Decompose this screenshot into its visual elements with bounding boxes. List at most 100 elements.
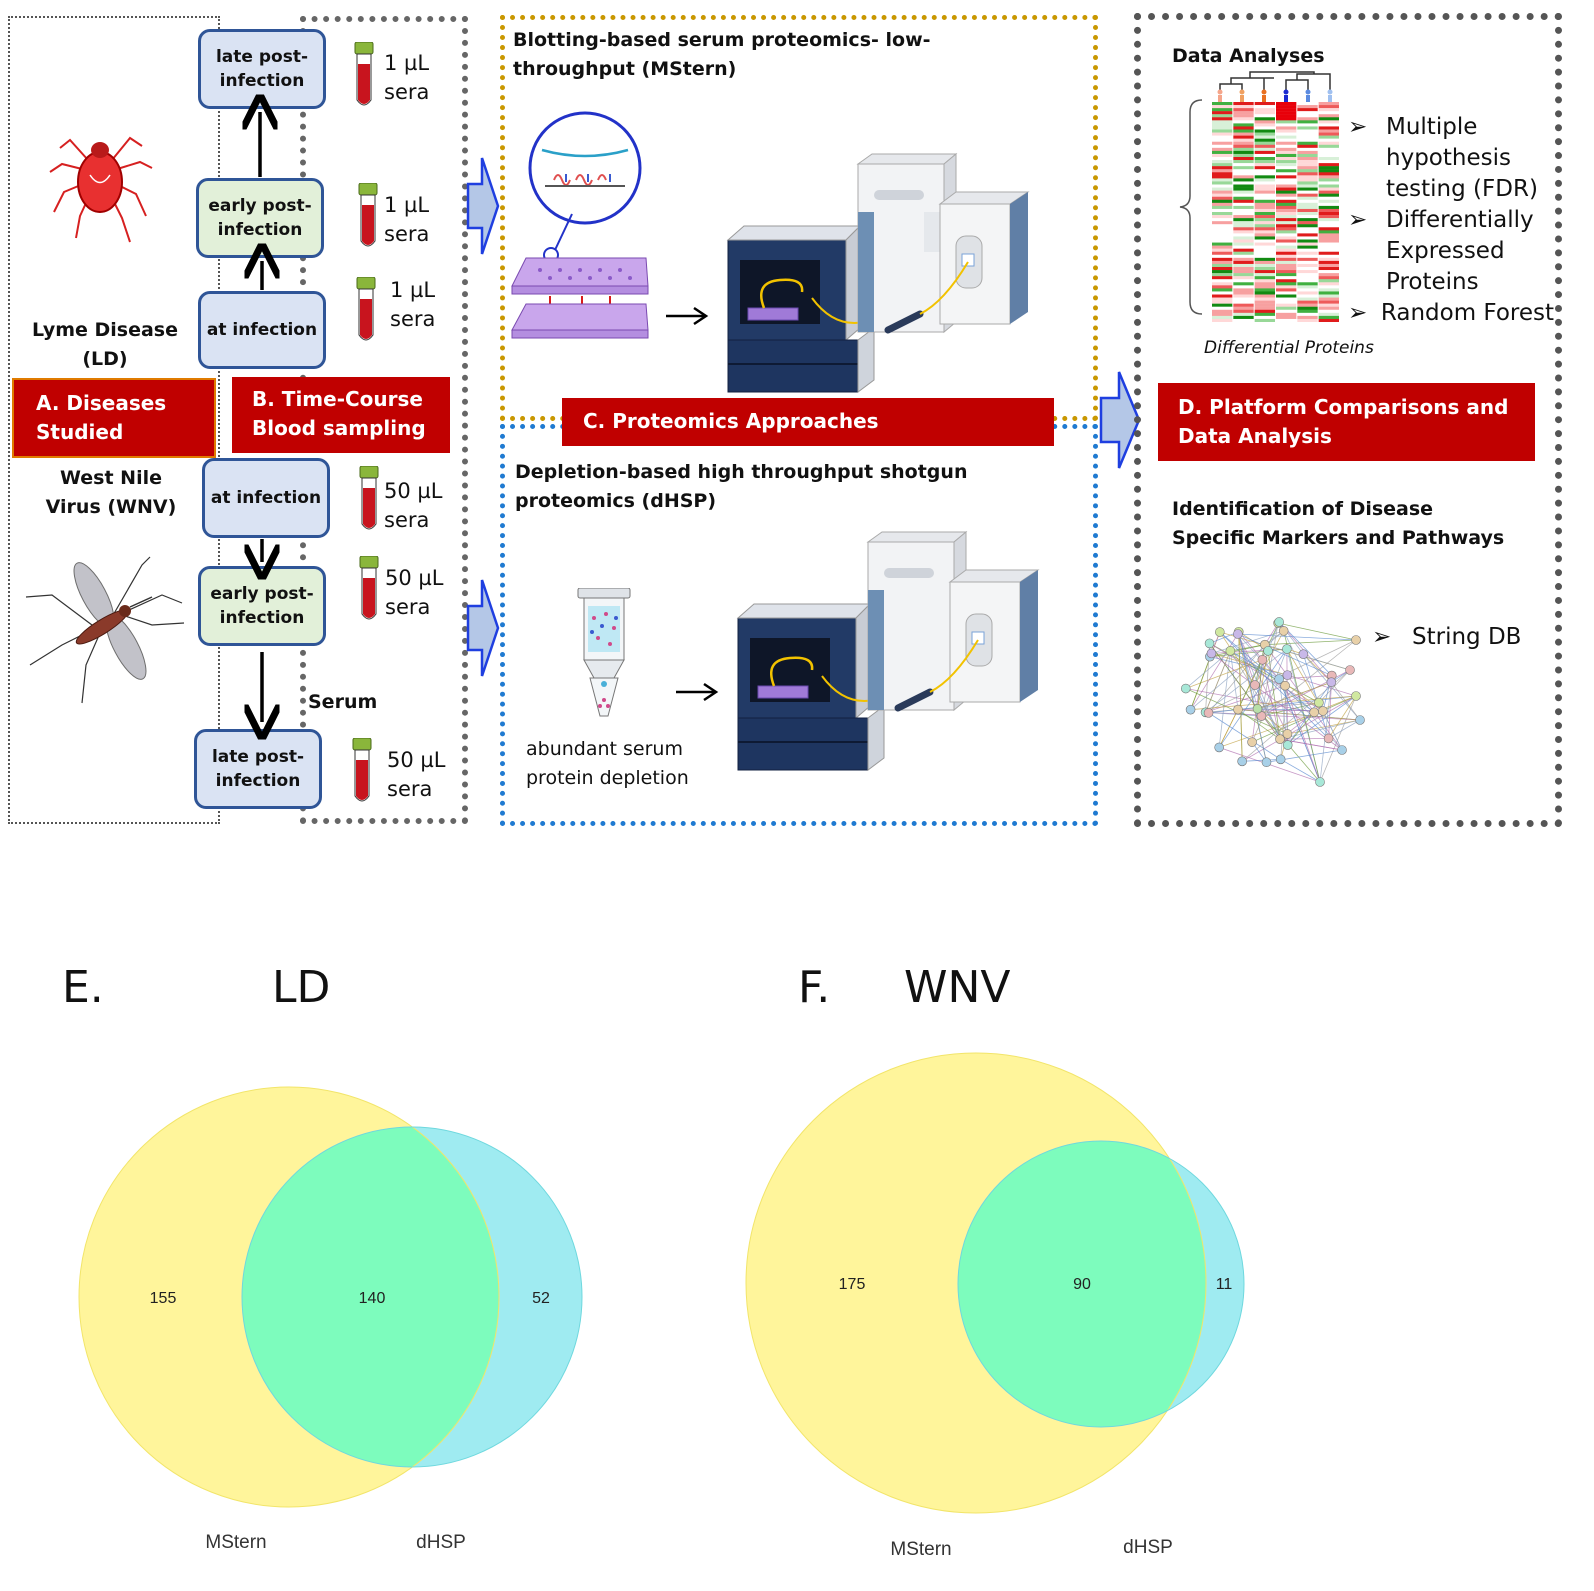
heatmap-cell	[1297, 291, 1318, 295]
venn-f-title: WNV	[904, 962, 1011, 1013]
heatmap-cell	[1212, 160, 1233, 164]
venn-f-overlap	[958, 1141, 1206, 1427]
heatmap-cell	[1318, 251, 1339, 255]
panel-d-frame	[1134, 13, 1562, 827]
heatmap-cell	[1318, 276, 1339, 280]
heatmap-cell	[1276, 282, 1297, 286]
ld-timepoint-early: early post-infection	[196, 178, 324, 258]
heatmap-cell	[1318, 187, 1339, 191]
network-node	[1225, 646, 1236, 656]
venn-f-right-name: dHSP	[1123, 1537, 1173, 1558]
heatmap-cell	[1233, 242, 1254, 246]
heatmap-cell	[1297, 153, 1318, 158]
heatmap-cell	[1297, 141, 1318, 145]
bracket-icon	[1179, 99, 1203, 315]
bullet-arrow-icon: ➢	[1372, 624, 1392, 650]
heatmap-cell	[1233, 172, 1254, 176]
heatmap-cell	[1297, 178, 1318, 182]
analysis-bullet: ➢ Differentially Expressed Proteins	[1348, 205, 1554, 298]
network-edge	[1185, 688, 1315, 713]
heatmap-cell	[1297, 245, 1318, 249]
heatmap-cell	[1318, 150, 1339, 155]
heatmap-cell	[1297, 230, 1318, 234]
heatmap-cell	[1212, 141, 1233, 145]
network-node	[1355, 715, 1365, 725]
heatmap-cell	[1297, 144, 1318, 149]
heatmap-cell	[1212, 196, 1233, 200]
network-node	[1337, 745, 1347, 755]
heatmap-cell	[1318, 297, 1339, 301]
heatmap-cell	[1212, 138, 1233, 142]
heatmap-cell	[1254, 147, 1275, 152]
heatmap-cell	[1276, 153, 1297, 158]
network-edge	[1237, 621, 1280, 710]
heatmap-cell	[1254, 181, 1275, 185]
heatmap-cell	[1276, 260, 1297, 265]
panel-c-banner: C. Proteomics Approaches	[562, 398, 1054, 446]
heatmap-cell	[1233, 166, 1254, 170]
network-edge	[1208, 644, 1266, 714]
heatmap-cell	[1318, 135, 1339, 139]
heatmap-cell	[1254, 260, 1275, 265]
heatmap-cell	[1318, 254, 1339, 259]
heatmap-cell	[1212, 208, 1233, 213]
heatmap-cell	[1212, 285, 1233, 289]
heatmap-cell	[1212, 270, 1233, 274]
heatmap-cell	[1254, 108, 1275, 112]
heatmap-cell	[1212, 248, 1233, 252]
heatmap-cell	[1297, 175, 1318, 179]
heatmap-cell	[1276, 175, 1297, 179]
heatmap-cell	[1318, 199, 1339, 204]
panel-b-banner: B. Time-Course Blood sampling	[232, 377, 450, 453]
heatmap-cell	[1297, 126, 1318, 130]
heatmap-cell	[1254, 218, 1275, 222]
heatmap-cell	[1276, 297, 1297, 301]
heatmap-cell	[1318, 184, 1339, 188]
heatmap-cell	[1318, 309, 1339, 314]
venn-e-right-name: dHSP	[416, 1532, 466, 1553]
heatmap-cell	[1254, 114, 1275, 118]
heatmap-cell	[1233, 267, 1254, 271]
heatmap-cell	[1276, 160, 1297, 164]
heatmap-cell	[1276, 279, 1297, 283]
heatmap-cell	[1297, 102, 1318, 106]
panel-d-banner: D. Platform Comparisons and Data Analysi…	[1158, 383, 1535, 461]
heatmap-cell	[1233, 138, 1254, 142]
heatmap-cell	[1254, 257, 1275, 262]
network-edge	[1190, 695, 1357, 711]
heatmap-cell	[1276, 126, 1297, 130]
heatmap-cell	[1233, 279, 1254, 283]
heatmap-cell	[1318, 315, 1339, 320]
heatmap-cell	[1212, 257, 1233, 262]
heatmap-cell	[1318, 306, 1339, 310]
heatmap-cell	[1276, 135, 1297, 139]
heatmap-cell	[1318, 215, 1339, 219]
network-edge	[1280, 758, 1321, 783]
heatmap-cell	[1233, 297, 1254, 301]
venn-e-left-count: 155	[150, 1290, 177, 1307]
heatmap-cell	[1276, 236, 1297, 240]
heatmap-cell	[1254, 300, 1275, 304]
network-edge	[1205, 711, 1361, 721]
ld-title: Lyme Disease (LD)	[32, 319, 178, 370]
heatmap-cell	[1318, 181, 1339, 185]
venn-e-title: LD	[272, 962, 331, 1013]
heatmap-cell	[1297, 318, 1318, 323]
venn-f-overlap-count: 90	[1073, 1276, 1091, 1293]
flow-arrow-icon	[1099, 371, 1141, 469]
heatmap-cell	[1212, 193, 1233, 197]
heatmap-cell	[1297, 129, 1318, 133]
heatmap-cell	[1254, 150, 1275, 155]
heatmap-cell	[1276, 224, 1297, 228]
tube-icon	[359, 556, 379, 620]
mosquito-icon	[25, 556, 185, 704]
network-edge	[1254, 644, 1266, 686]
heatmap-cell	[1233, 312, 1254, 317]
heatmap-cell	[1276, 215, 1297, 219]
network-edge	[1185, 659, 1263, 689]
heatmap-cell	[1212, 279, 1233, 283]
heatmap-cell	[1254, 291, 1275, 295]
heatmap-cell	[1254, 224, 1275, 228]
heatmap-cell	[1297, 163, 1318, 167]
network-edge	[1303, 653, 1361, 721]
